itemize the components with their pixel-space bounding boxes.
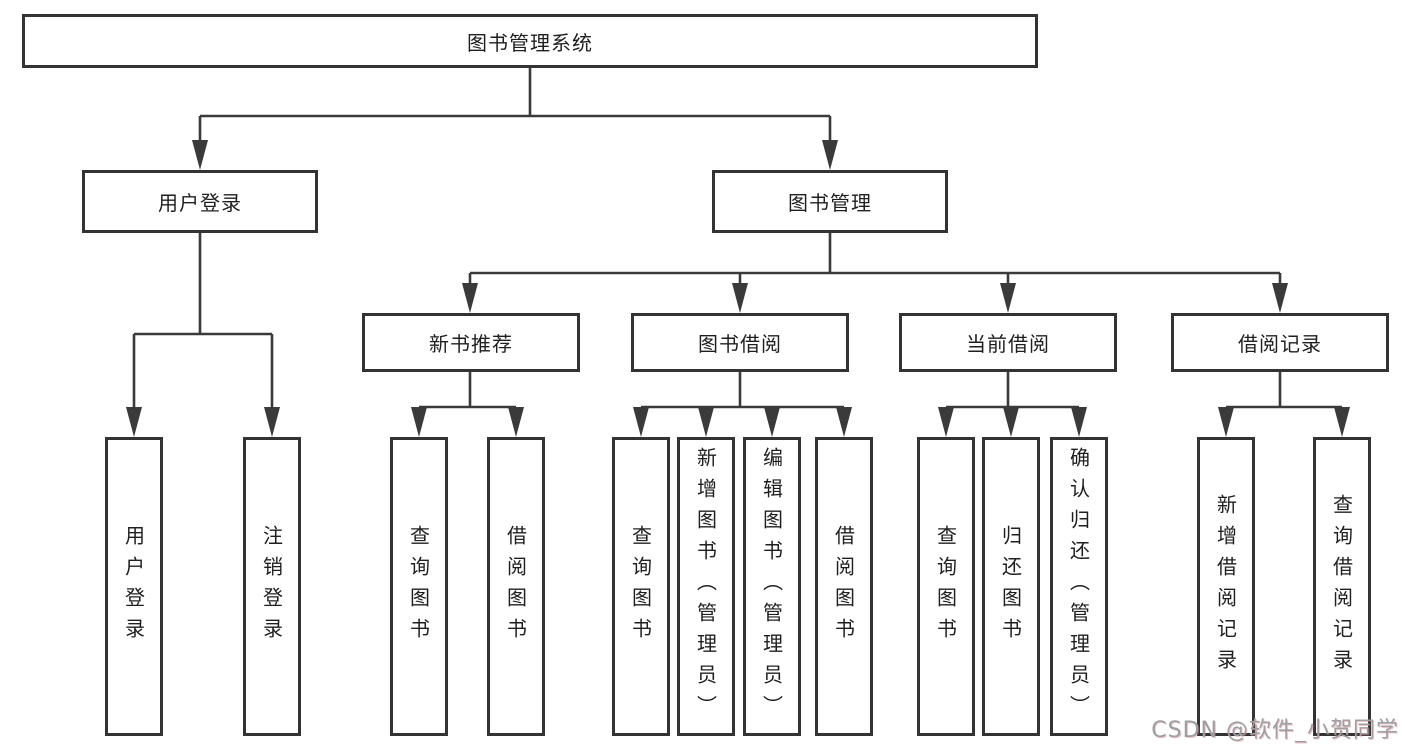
leaf-label: 查询图书 (628, 524, 653, 649)
leaf-label: 注销登录 (259, 524, 284, 649)
arrow-down-icon (192, 140, 208, 170)
arrow-down-icon (264, 407, 280, 437)
leaf-nbr-query-books: 查询图书 (390, 437, 448, 736)
leaf-label: 借阅图书 (831, 524, 856, 649)
arrow-down-icon (411, 407, 427, 437)
node-borrowing-records: 借阅记录 (1171, 313, 1389, 372)
arrow-down-icon (1003, 407, 1019, 437)
leaf-cb-query-books: 查询图书 (917, 437, 975, 736)
leaf-logout: 注销登录 (243, 437, 301, 736)
leaf-label: 确认归还（管理员） (1066, 447, 1091, 726)
arrow-down-icon (732, 283, 748, 313)
node-current-borrowing: 当前借阅 (899, 313, 1117, 372)
leaf-bb-edit-books-admin: 编辑图书（管理员） (743, 437, 801, 736)
node-new-book-recommend: 新书推荐 (362, 313, 580, 372)
arrow-down-icon (1218, 407, 1234, 437)
arrow-down-icon (822, 140, 838, 170)
leaf-label: 新增图书（管理员） (693, 447, 718, 726)
arrow-down-icon (126, 407, 142, 437)
leaf-br-add-record: 新增借阅记录 (1197, 437, 1255, 736)
leaf-label: 用户登录 (121, 524, 146, 649)
leaf-label: 新增借阅记录 (1213, 493, 1238, 680)
arrow-down-icon (764, 407, 780, 437)
leaf-label: 查询借阅记录 (1329, 493, 1354, 680)
arrow-down-icon (938, 407, 954, 437)
leaf-user-login: 用户登录 (105, 437, 163, 736)
arrow-down-icon (1334, 407, 1350, 437)
arrow-down-icon (633, 407, 649, 437)
leaf-br-query-record: 查询借阅记录 (1313, 437, 1371, 736)
connector-line (132, 68, 1342, 409)
leaf-nbr-borrow-books: 借阅图书 (487, 437, 545, 736)
leaf-cb-confirm-return-admin: 确认归还（管理员） (1050, 437, 1108, 736)
leaf-label: 借阅图书 (503, 524, 528, 649)
arrow-down-icon (1071, 407, 1087, 437)
arrowhead-icons (126, 140, 1350, 437)
leaf-label: 查询图书 (933, 524, 958, 649)
leaf-bb-add-books-admin: 新增图书（管理员） (677, 437, 735, 736)
leaf-bb-borrow-books: 借阅图书 (815, 437, 873, 736)
arrow-down-icon (1000, 283, 1016, 313)
leaf-label: 归还图书 (998, 524, 1023, 649)
arrow-down-icon (508, 407, 524, 437)
arrow-down-icon (462, 283, 478, 313)
arrow-down-icon (836, 407, 852, 437)
node-book-borrowing: 图书借阅 (631, 313, 849, 372)
leaf-label: 查询图书 (406, 524, 431, 649)
arrow-down-icon (698, 407, 714, 437)
leaf-label: 编辑图书（管理员） (759, 447, 784, 726)
node-user-login: 用户登录 (82, 170, 318, 233)
leaf-cb-return-books: 归还图书 (982, 437, 1040, 736)
node-library-system: 图书管理系统 (22, 14, 1038, 68)
node-book-management: 图书管理 (712, 170, 948, 233)
arrow-down-icon (1272, 283, 1288, 313)
leaf-bb-query-books: 查询图书 (612, 437, 670, 736)
